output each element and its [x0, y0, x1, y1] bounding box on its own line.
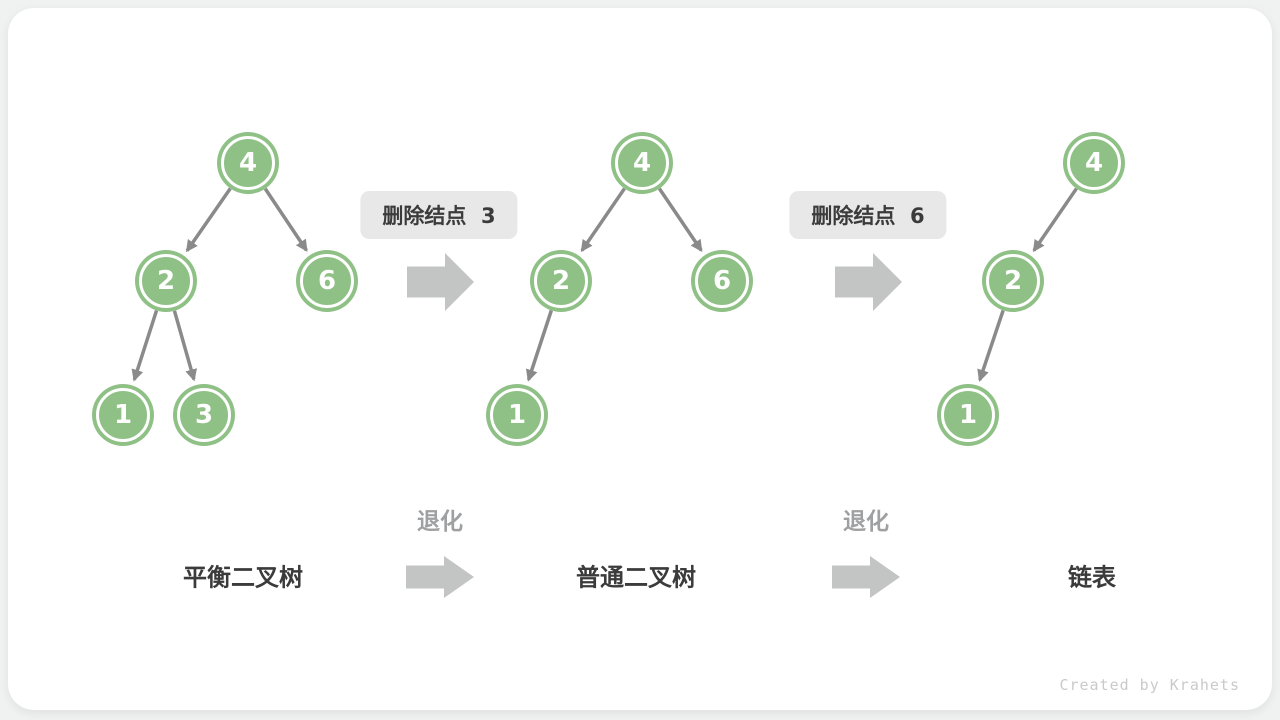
tree-edge-arrow [263, 187, 308, 252]
tree-node-4: 4 [1067, 136, 1121, 190]
tree-node-4: 4 [615, 136, 669, 190]
tree-node-2: 2 [986, 254, 1040, 308]
tree-node-1: 1 [941, 388, 995, 442]
tree-node-2: 2 [139, 254, 193, 308]
transform-arrow-2 [834, 253, 902, 311]
tree-caption-balanced-binary-tree: 平衡二叉树 [183, 563, 303, 592]
tree-caption-linked-list: 链表 [1068, 563, 1116, 592]
tree-edge-arrow [172, 310, 197, 382]
tree-caption-ordinary-binary-tree: 普通二叉树 [576, 563, 696, 592]
tree-node-1: 1 [96, 388, 150, 442]
tree-node-3: 3 [177, 388, 231, 442]
credit-text: Created by Krahets [1059, 676, 1240, 694]
tree-node-6: 6 [300, 254, 354, 308]
tree-edge-arrow [525, 309, 553, 382]
degrade-label-2: 退化 [843, 509, 889, 535]
delete-node-label-1: 删除结点 3 [360, 191, 518, 239]
tree-node-2: 2 [534, 254, 588, 308]
tree-edge-arrow [131, 309, 159, 382]
degrade-label-1: 退化 [417, 509, 463, 535]
transform-arrow-1 [406, 253, 474, 311]
tree-edge-arrow [1032, 187, 1078, 253]
delete-node-label-2: 删除结点 6 [789, 191, 947, 239]
tree-node-1: 1 [490, 388, 544, 442]
tree-edge-arrow [580, 187, 626, 253]
tree-edge-arrow [657, 187, 703, 253]
degrade-arrow-2 [832, 556, 900, 598]
degrade-arrow-1 [406, 556, 474, 598]
tree-node-6: 6 [695, 254, 749, 308]
diagram-card [8, 8, 1272, 710]
tree-edge-arrow [977, 309, 1005, 382]
tree-edge-arrow [185, 187, 232, 253]
tree-node-4: 4 [221, 136, 275, 190]
